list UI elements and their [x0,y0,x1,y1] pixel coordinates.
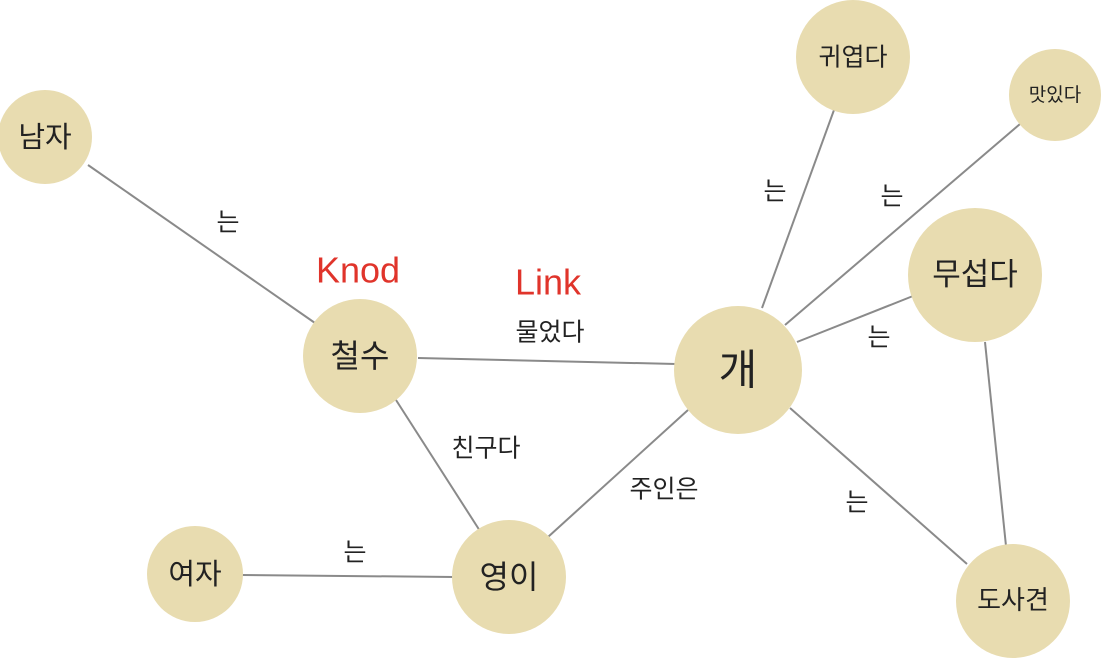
edge-gae-gwiyeopda [761,109,835,309]
node-label-namja: 남자 [18,120,71,154]
node-label-gae: 개 [719,346,758,395]
edge-cheolsu-gae [417,357,677,365]
edge-museopda-dosagyeon [984,341,1007,547]
edge-namja-cheolsu [87,164,316,324]
node-namja: 남자 [0,90,92,184]
edges-layer [87,109,1021,578]
node-label-yeongi: 영이 [480,558,539,596]
node-label-museopda: 무섭다 [932,257,1018,293]
node-dosagyeon: 도사견 [956,544,1070,658]
edge-label-namja-cheolsu: 는 [216,208,239,237]
edge-label-gae-museopda: 는 [867,323,890,352]
edge-label-cheolsu-yeongi: 친구다 [451,434,520,463]
node-masitda: 맛있다 [1009,49,1101,141]
edge-label-gae-dosagyeon: 는 [845,488,868,517]
edge-gae-masitda [784,123,1021,326]
node-yeoja: 여자 [147,526,243,622]
node-label-yeoja: 여자 [168,557,221,591]
edge-yeongi-gae [547,409,689,538]
node-label-dosagyeon: 도사견 [977,586,1049,616]
edge-label-yeoja-yeongi: 는 [343,538,366,567]
node-gwiyeopda: 귀엽다 [796,0,910,114]
annotation-link-term: Link [515,262,582,303]
node-museopda: 무섭다 [908,208,1042,342]
edge-labels-layer: 는 물었다 친구다 는 주인은 는 는 는 는 [216,177,903,567]
node-label-cheolsu: 철수 [331,337,390,375]
node-cheolsu: 철수 [303,299,417,413]
edge-yeoja-yeongi [241,574,455,578]
edge-gae-museopda [796,295,914,343]
node-gae: 개 [674,306,802,434]
edge-label-gae-gwiyeopda: 는 [763,177,786,206]
annotations-layer: Knod Link [316,250,582,303]
node-label-gwiyeopda: 귀엽다 [818,43,887,72]
edge-label-yeongi-gae: 주인은 [629,475,698,504]
node-label-masitda: 맛있다 [1029,84,1081,106]
edge-cheolsu-yeongi [395,399,481,532]
edge-label-cheolsu-gae: 물었다 [515,318,584,347]
annotation-node-term: Knod [316,250,400,291]
node-yeongi: 영이 [452,520,566,634]
edge-gae-dosagyeon [789,407,968,565]
edge-label-gae-masitda: 는 [880,182,903,211]
